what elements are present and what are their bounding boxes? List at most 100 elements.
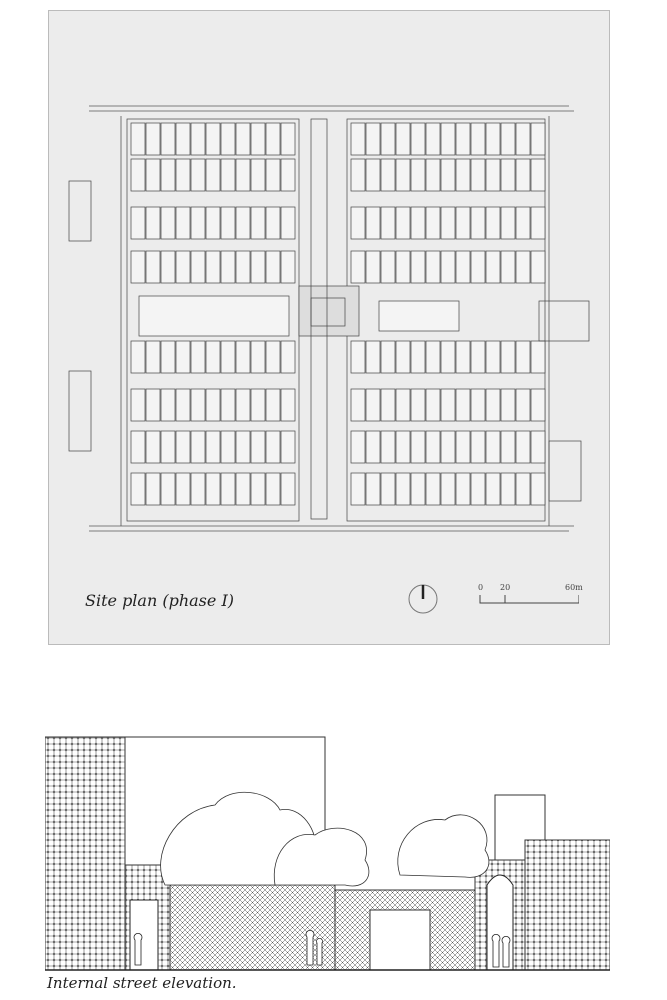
house (530, 206, 546, 240)
central-axis (310, 118, 328, 520)
house (280, 206, 296, 240)
house (500, 340, 516, 374)
house (265, 250, 281, 284)
house (175, 388, 191, 422)
house (175, 158, 191, 192)
house (410, 388, 426, 422)
house (500, 206, 516, 240)
annex-east (538, 300, 590, 342)
house (515, 472, 531, 506)
house (365, 206, 381, 240)
annex (68, 180, 92, 242)
house (500, 472, 516, 506)
house (500, 158, 516, 192)
house (380, 158, 396, 192)
house (410, 430, 426, 464)
house (470, 430, 486, 464)
house (160, 250, 176, 284)
house (265, 472, 281, 506)
house (175, 472, 191, 506)
house (380, 340, 396, 374)
house (250, 206, 266, 240)
house (365, 158, 381, 192)
human-figures (133, 929, 511, 968)
house (235, 388, 251, 422)
house (190, 340, 206, 374)
house (470, 122, 486, 156)
house (130, 388, 146, 422)
house (235, 122, 251, 156)
house (425, 430, 441, 464)
house (470, 340, 486, 374)
house (145, 430, 161, 464)
house (455, 430, 471, 464)
house (395, 340, 411, 374)
house (130, 340, 146, 374)
house (530, 250, 546, 284)
house (190, 206, 206, 240)
house (265, 340, 281, 374)
house (235, 206, 251, 240)
house (455, 122, 471, 156)
house (280, 158, 296, 192)
site-plan-panel: Site plan (phase I) 0 20 60m (48, 10, 610, 645)
house (470, 250, 486, 284)
house (250, 430, 266, 464)
house (160, 430, 176, 464)
gate (369, 909, 431, 971)
house (515, 340, 531, 374)
house (280, 250, 296, 284)
house (485, 388, 501, 422)
annex-east (548, 440, 582, 502)
house (175, 340, 191, 374)
scale-label-20: 20 (500, 583, 511, 592)
house (455, 158, 471, 192)
house (425, 122, 441, 156)
house (380, 206, 396, 240)
house (175, 430, 191, 464)
house (410, 340, 426, 374)
house (190, 388, 206, 422)
park-west (138, 295, 290, 337)
house (160, 388, 176, 422)
house (470, 206, 486, 240)
site-plan-caption: Site plan (phase I) (85, 591, 235, 610)
house (235, 472, 251, 506)
house (205, 206, 221, 240)
house (365, 250, 381, 284)
house (395, 122, 411, 156)
house (350, 206, 366, 240)
house (440, 430, 456, 464)
house (145, 206, 161, 240)
house (205, 340, 221, 374)
house (380, 122, 396, 156)
house (530, 158, 546, 192)
house (130, 206, 146, 240)
house (395, 250, 411, 284)
house (440, 388, 456, 422)
elevation-caption: Internal street elevation. (47, 974, 237, 992)
house (280, 122, 296, 156)
house (220, 122, 236, 156)
house (455, 340, 471, 374)
house (145, 340, 161, 374)
house (250, 388, 266, 422)
house (220, 158, 236, 192)
house (440, 158, 456, 192)
house (470, 158, 486, 192)
house (160, 158, 176, 192)
house (190, 430, 206, 464)
house (485, 206, 501, 240)
central-square (298, 285, 360, 337)
house (280, 340, 296, 374)
house (205, 472, 221, 506)
house (220, 430, 236, 464)
left-tower (44, 736, 126, 971)
house (280, 388, 296, 422)
house (440, 122, 456, 156)
house (425, 388, 441, 422)
house (500, 388, 516, 422)
house (205, 250, 221, 284)
house (160, 206, 176, 240)
house (265, 158, 281, 192)
